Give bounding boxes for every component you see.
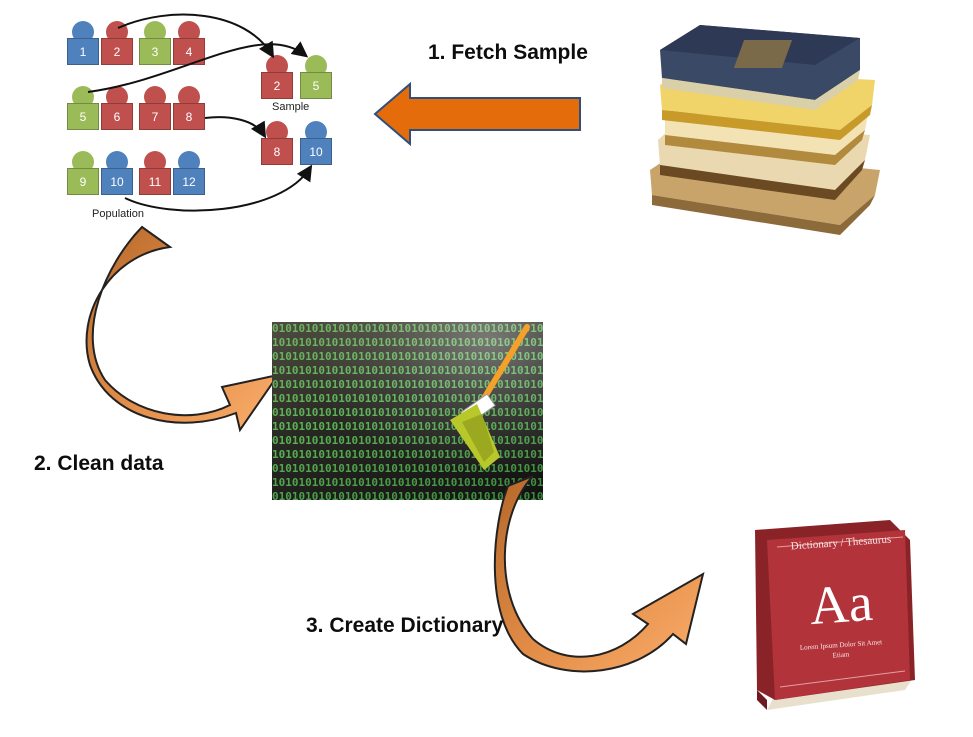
population-person: 6 — [101, 86, 133, 132]
clean-arrow — [85, 225, 280, 433]
sample-person: 5 — [300, 55, 332, 101]
population-person: 3 — [139, 21, 171, 67]
arrow-8-to-sample — [204, 116, 267, 139]
step-1-label: 1. Fetch Sample — [428, 41, 588, 64]
binary-row: 0101010101010101010101010101010101010101… — [272, 350, 543, 364]
step-3-label: 3. Create Dictionary — [306, 614, 504, 637]
binary-row: 1010101010101010101010101010101010101010… — [272, 476, 543, 490]
sample-person: 2 — [261, 55, 293, 101]
binary-row: 1010101010101010101010101010101010101010… — [272, 392, 543, 406]
population-caption: Population — [92, 208, 144, 220]
arrow-10-to-sample — [124, 164, 313, 212]
population-person: 7 — [139, 86, 171, 132]
binary-row: 0101010101010101010101010101010101010101… — [272, 322, 543, 336]
sample-caption: Sample — [272, 101, 310, 113]
population-person: 12 — [173, 151, 205, 197]
dictionary-arrow — [493, 475, 705, 673]
fetch-arrow — [373, 82, 581, 146]
arrow-2-to-sample — [117, 13, 275, 59]
population-person: 10 — [101, 151, 133, 197]
population-person: 8 — [173, 86, 205, 132]
population-person: 11 — [139, 151, 171, 197]
sample-person: 10 — [300, 121, 332, 167]
binary-row: 0101010101010101010101010101010101010101… — [272, 490, 543, 500]
sample-person: 8 — [261, 121, 293, 167]
binary-row: 0101010101010101010101010101010101010101… — [272, 378, 543, 392]
dictionary-book-image: Dictionary / Thesaurus Aa Lorem Ipsum Do… — [745, 515, 920, 715]
binary-data-cleaning-image: 0101010101010101010101010101010101010101… — [272, 322, 543, 500]
broom-icon — [450, 324, 530, 470]
dictionary-glyph: Aa — [807, 571, 875, 637]
binary-row: 1010101010101010101010101010101010101010… — [272, 364, 543, 378]
step-2-label: 2. Clean data — [34, 452, 164, 475]
binary-row: 1010101010101010101010101010101010101010… — [272, 336, 543, 350]
population-person: 2 — [101, 21, 133, 67]
book-stack-image — [650, 25, 880, 235]
population-person: 9 — [67, 151, 99, 197]
binary-row: 0101010101010101010101010101010101010101… — [272, 462, 543, 476]
sampling-arrows — [87, 13, 313, 212]
arrow-5-to-sample — [87, 41, 309, 93]
population-person: 1 — [67, 21, 99, 67]
